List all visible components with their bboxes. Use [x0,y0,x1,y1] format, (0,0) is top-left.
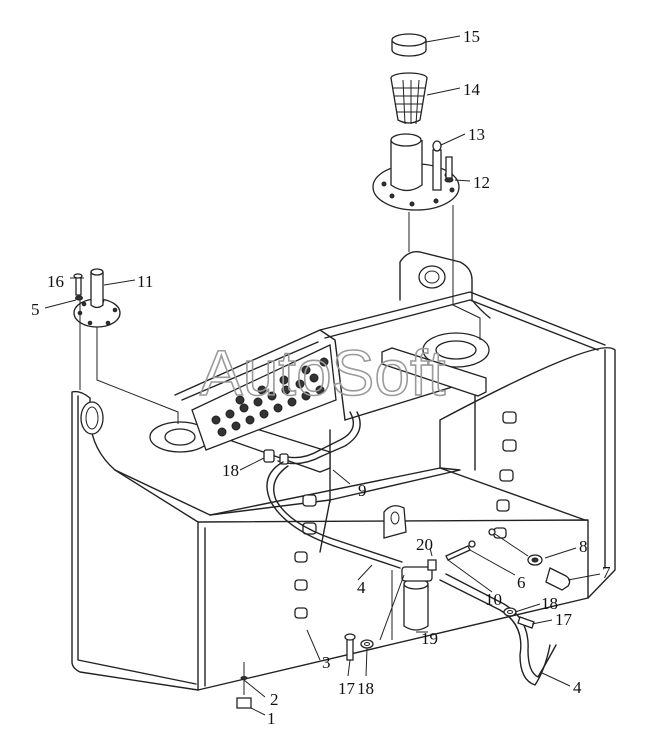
callout-7: 7 [602,563,611,582]
callout-4-right: 4 [573,678,582,697]
callout-3: 3 [322,653,331,672]
callout-2: 2 [270,690,279,709]
callout-13: 13 [468,125,485,144]
callout-numbers: 15 14 13 12 11 16 5 18 9 4 3 2 1 17 18 1… [31,27,611,728]
leader-lines [44,35,601,716]
callout-18-right: 18 [541,594,558,613]
left-cover-assembly [73,268,179,424]
callout-4-left: 4 [357,578,366,597]
fuel-lines [236,411,571,709]
callout-11: 11 [137,272,153,291]
callout-8: 8 [579,537,588,556]
callout-20: 20 [416,535,433,554]
callout-6: 6 [517,573,526,592]
callout-5: 5 [31,300,40,319]
callout-9: 9 [358,481,367,500]
callout-1: 1 [267,709,276,728]
callout-10: 10 [485,590,502,609]
callout-17-left: 17 [338,679,356,698]
callout-17-right: 17 [555,610,573,629]
callout-18-top: 18 [222,461,239,480]
callout-18-bottom: 18 [357,679,374,698]
callout-15: 15 [463,27,480,46]
filler-assembly [372,33,481,340]
fuel-tank-body [71,251,616,691]
callout-14: 14 [463,80,481,99]
watermark: AutoSoft [200,337,446,409]
callout-16: 16 [47,272,64,291]
callout-12: 12 [473,173,490,192]
callout-19: 19 [421,629,438,648]
